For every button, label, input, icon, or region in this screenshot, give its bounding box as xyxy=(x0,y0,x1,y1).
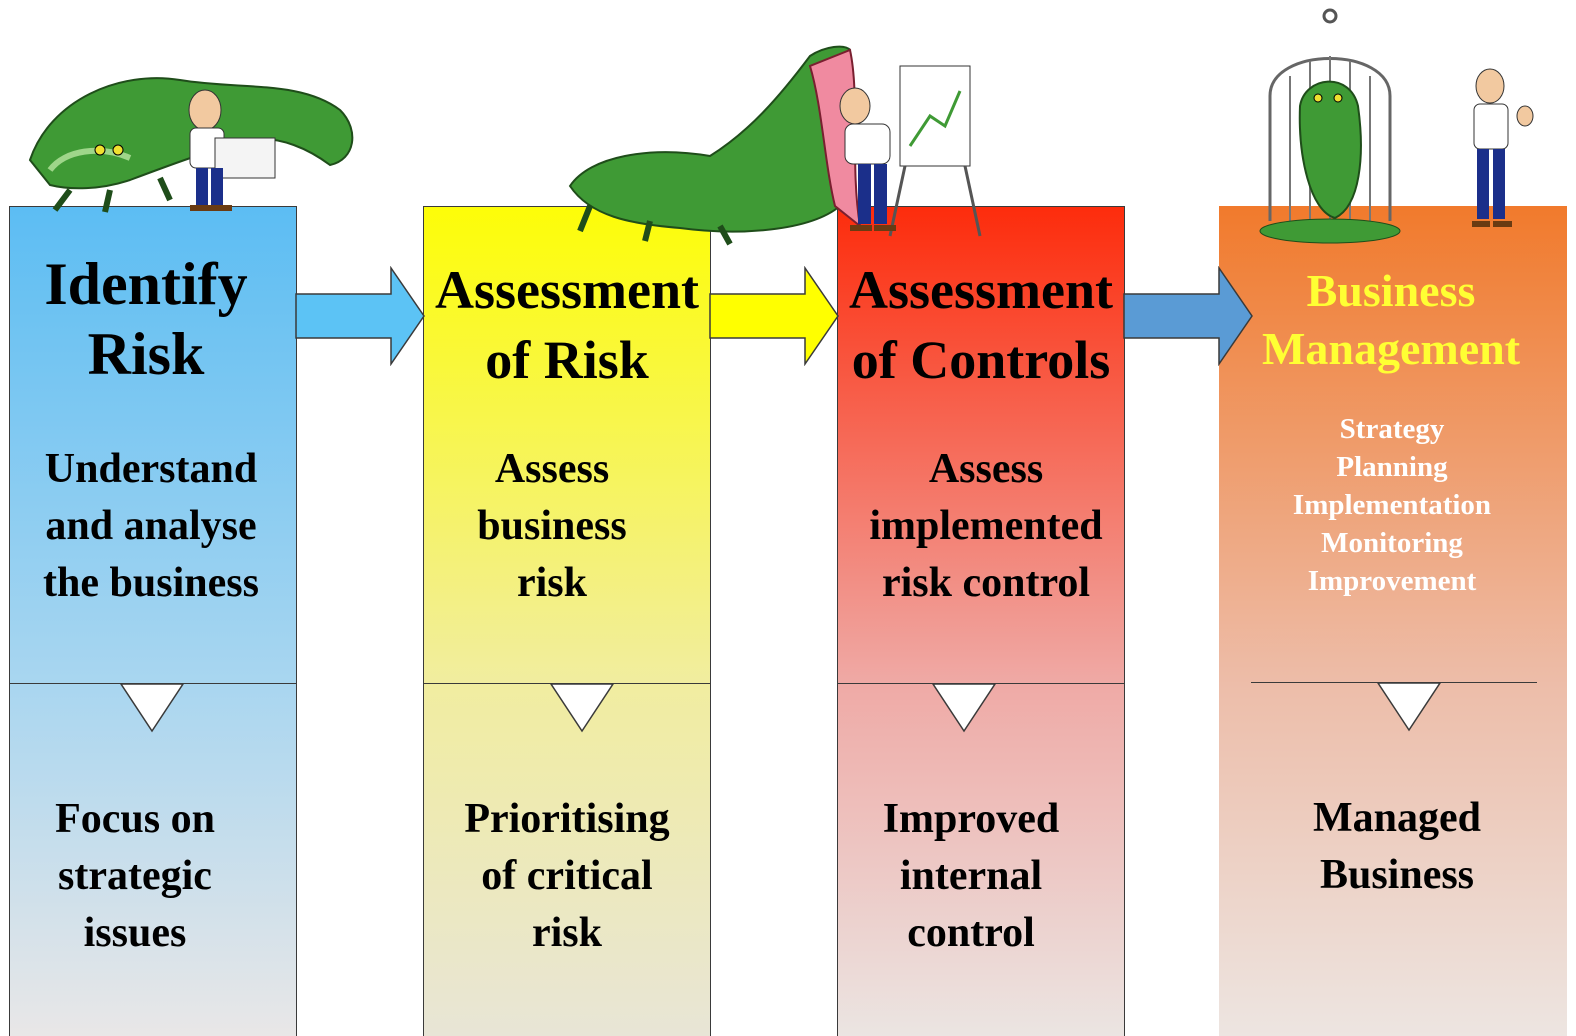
column-outcome-identify-risk: Focus on strategic issues xyxy=(55,796,215,956)
column-title-assessment-of-risk: Assessment of Risk xyxy=(435,260,699,390)
down-triangle-icon xyxy=(932,683,996,733)
column-title-identify-risk: Identify Risk xyxy=(44,251,248,387)
management-step: Strategy xyxy=(1339,413,1445,445)
column-outcome-assessment-of-risk: Prioritising of critical risk xyxy=(464,796,670,956)
down-triangle-icon xyxy=(550,683,614,733)
flow-arrow-icon xyxy=(1123,266,1253,366)
management-step: Monitoring xyxy=(1321,527,1463,559)
column-outcome-assessment-of-controls: Improved internal control xyxy=(882,796,1060,956)
flow-arrow-icon xyxy=(295,266,425,366)
column-subtitle-assessment-of-risk: Assess business risk xyxy=(477,446,627,606)
column-assessment-of-controls: Assessment of Controls Assess implemente… xyxy=(837,206,1125,1036)
management-steps-list: Strategy Planning Implementation Monitor… xyxy=(1217,410,1567,600)
caged-crocodile-man-illustration xyxy=(1259,8,1534,244)
column-title-business-management: Business Management xyxy=(1261,265,1521,374)
flow-arrow-icon xyxy=(709,266,839,366)
column-business-management: Business Management Strategy Planning Im… xyxy=(1219,206,1567,1036)
down-triangle-icon xyxy=(1377,682,1441,732)
column-identify-risk: Identify Risk Understand and analyse the… xyxy=(9,206,297,1036)
management-step: Improvement xyxy=(1307,565,1477,597)
management-step: Implementation xyxy=(1292,489,1492,521)
column-title-assessment-of-controls: Assessment of Controls xyxy=(849,260,1113,390)
column-subtitle-identify-risk: Understand and analyse the business xyxy=(43,446,259,606)
column-outcome-business-management: Managed Business xyxy=(1313,795,1481,898)
crocodile-reading-man-illustration xyxy=(28,77,354,213)
management-step: Planning xyxy=(1336,451,1448,483)
down-triangle-icon xyxy=(120,683,184,733)
column-subtitle-assessment-of-controls: Assess implemented risk control xyxy=(869,446,1103,606)
column-assessment-of-risk: Assessment of Risk Assess business risk … xyxy=(423,206,711,1036)
crocodile-open-jaws-flipchart-illustration xyxy=(568,45,982,246)
